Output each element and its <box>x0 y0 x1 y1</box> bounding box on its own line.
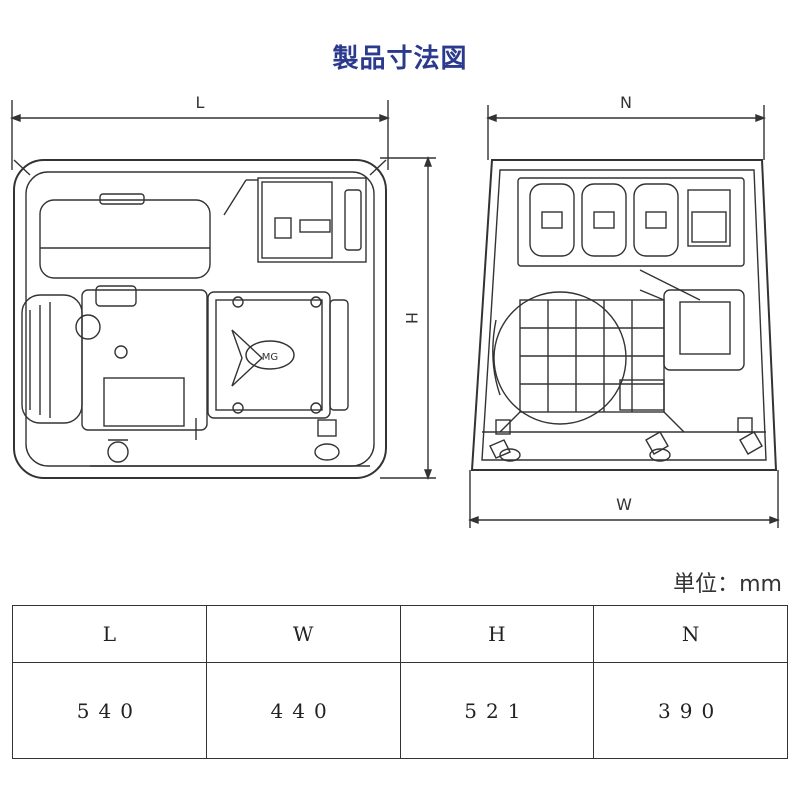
dimension-table: L W H N 540 440 521 390 <box>12 605 788 759</box>
unit-label: 単位：mm <box>673 572 782 597</box>
header-n: N <box>593 605 788 663</box>
value-w: 440 <box>205 662 401 759</box>
dimension-label-w: W <box>616 495 632 514</box>
value-l: 540 <box>12 662 207 759</box>
table-header-row: L W H N <box>12 605 788 663</box>
dimension-label-h: H <box>402 312 421 324</box>
header-l: L <box>12 605 207 663</box>
dimension-label-n: N <box>620 93 632 112</box>
table-value-row: 540 440 521 390 <box>12 662 788 759</box>
header-h: H <box>399 605 595 663</box>
dimension-label-l: L <box>196 93 205 112</box>
header-w: W <box>205 605 401 663</box>
value-h: 521 <box>399 662 595 759</box>
logo-mg: MG <box>262 352 278 363</box>
page-title: 製品寸法図 <box>332 44 468 74</box>
value-n: 390 <box>593 662 788 759</box>
dimension-drawing: L H MG <box>10 93 780 528</box>
